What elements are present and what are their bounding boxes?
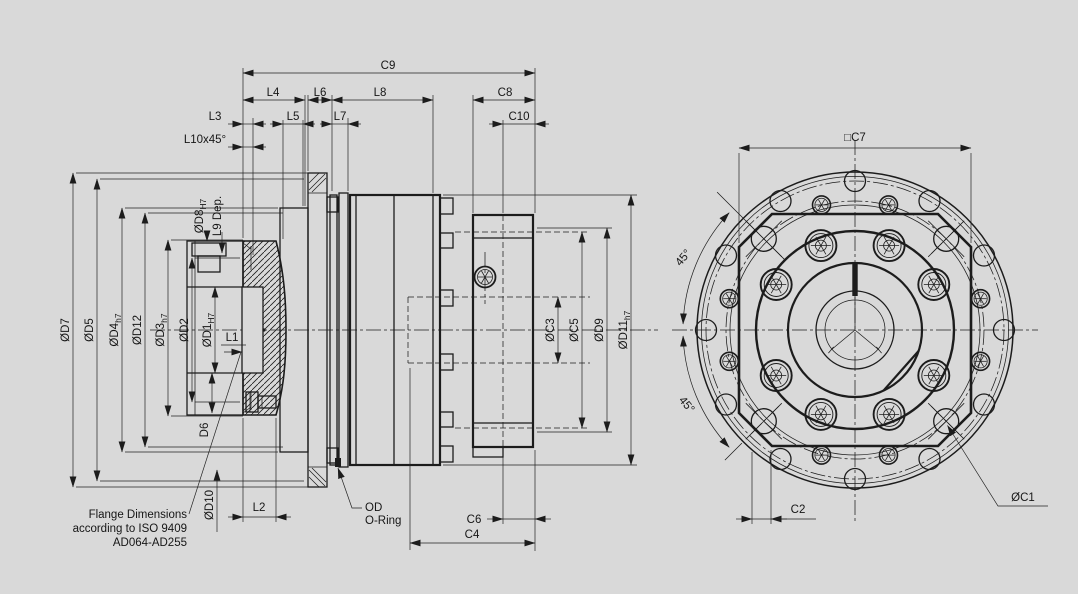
dim-label-d6: D6: [199, 423, 211, 438]
dim-label-d2: ØD2: [179, 318, 191, 342]
dim-label-d1h7: ØD1H7: [202, 312, 216, 347]
dim-label-d11h7: ØD11h7: [618, 310, 632, 349]
dim-label-c3: ØC3: [545, 318, 557, 342]
clamp-ring-circle: [786, 261, 924, 399]
square-flange-outline: [737, 212, 973, 448]
dim-label-c6: C6: [467, 514, 482, 526]
dim-label-c9: C9: [381, 60, 396, 72]
bore-tick-right: [876, 346, 882, 354]
dim-label-l4: L4: [267, 87, 280, 99]
output-pilot-circle: [754, 229, 956, 431]
dim-label-d5: ØD5: [84, 318, 96, 342]
bolt-circle-inner: [725, 200, 985, 460]
bore-spoke-right: [854, 329, 880, 351]
dim-c1: ØC1: [947, 425, 1048, 507]
dim-c2: C2: [736, 450, 816, 524]
oring-label-od: OD: [365, 502, 382, 514]
dim-label-c7: □C7: [844, 132, 866, 144]
adapter-flange-plate: [307, 172, 339, 488]
spacer-ring-a: [279, 207, 309, 453]
dim-c7: □C7: [738, 132, 972, 243]
dim-label-l8: L8: [374, 87, 387, 99]
spacer-ring-c: [338, 192, 349, 468]
dim-label-d12: ØD12: [132, 315, 144, 345]
dim-label-d8h7: ØD8H7: [194, 198, 208, 233]
clamp-slot: [852, 264, 858, 296]
bottom-left-dimensions: L2 Flange Dimensions according to ISO 94…: [73, 351, 291, 549]
flange-pilot-circle: [729, 204, 981, 456]
gearbox-housing: [348, 193, 442, 467]
bore-tick-left: [828, 346, 834, 354]
clamp-sleeve-bore: [241, 286, 264, 374]
angle-label-upper: 45°: [674, 248, 694, 269]
bottom-dimensions: C6 C4: [409, 368, 551, 551]
oring-label-oring: O-Ring: [365, 515, 401, 527]
flange-note-line2: according to ISO 9409: [73, 523, 187, 535]
dim-label-d9: ØD9: [594, 318, 606, 342]
spacer-ring-b: [329, 194, 338, 466]
hidden-lines: [407, 231, 590, 429]
dim-label-l6: L6: [314, 87, 327, 99]
bolt-circle-outer: [705, 180, 1005, 480]
oring-callout: OD O-Ring: [337, 467, 401, 527]
housing-outer-circle-inner: [701, 176, 1009, 484]
dim-label-l9: L9 Dep.: [212, 196, 224, 236]
dim-label-l3: L3: [209, 111, 222, 123]
top-dimensions: C9 L4 L6 L8 C8 L3 L5 L7 C10 L10x45°: [184, 60, 549, 255]
bore-center-mark: [262, 328, 266, 332]
dim-label-l5: L5: [287, 111, 300, 123]
dim-label-c4: C4: [465, 529, 480, 541]
side-section-view: C9 L4 L6 L8 C8 L3 L5 L7 C10 L10x45°: [60, 60, 658, 551]
dim-label-c1: ØC1: [1011, 492, 1035, 504]
dim-label-d10: ØD10: [204, 490, 216, 520]
dim-label-l1: L1: [226, 332, 239, 344]
dim-label-c10: C10: [508, 111, 529, 123]
bore-spoke-left: [830, 329, 856, 351]
note-leader: [188, 351, 242, 515]
angle-label-lower: 45°: [676, 395, 696, 416]
radial-tick-225: [724, 442, 743, 461]
dim-label-l7: L7: [334, 111, 347, 123]
front-view: □C7 45° 45° C2 ØC1: [672, 132, 1048, 524]
right-dimensions: ØC3 ØC5 ØD9 ØD11h7: [443, 194, 637, 466]
flange-note-line3: AD064-AD255: [113, 537, 187, 549]
housing-outer-circle: [696, 171, 1014, 489]
dim-label-c5: ØC5: [569, 318, 581, 342]
flange-note-line1: Flange Dimensions: [89, 509, 188, 521]
left-dimensions: ØD7 ØD5 ØD4h7 ØD12 ØD3h7 ØD2 ØD1H7 ØD8H7…: [60, 172, 308, 532]
dim-label-c8: C8: [498, 87, 513, 99]
dim-label-c2: C2: [791, 504, 806, 516]
dim-label-l2: L2: [253, 502, 266, 514]
dim-label-d4h7: ØD4h7: [109, 313, 123, 346]
clamping-screw: [245, 391, 277, 413]
output-flange-screw: [473, 252, 497, 304]
dim-label-d3h7: ØD3h7: [155, 313, 169, 346]
housing-bolt-heads: [439, 197, 454, 463]
oring-groove: [335, 458, 341, 467]
dim-label-l10: L10x45°: [184, 134, 226, 146]
clamp-ring-flat: [882, 349, 920, 392]
dim-label-d7: ØD7: [60, 318, 72, 342]
output-flange: [471, 213, 535, 458]
